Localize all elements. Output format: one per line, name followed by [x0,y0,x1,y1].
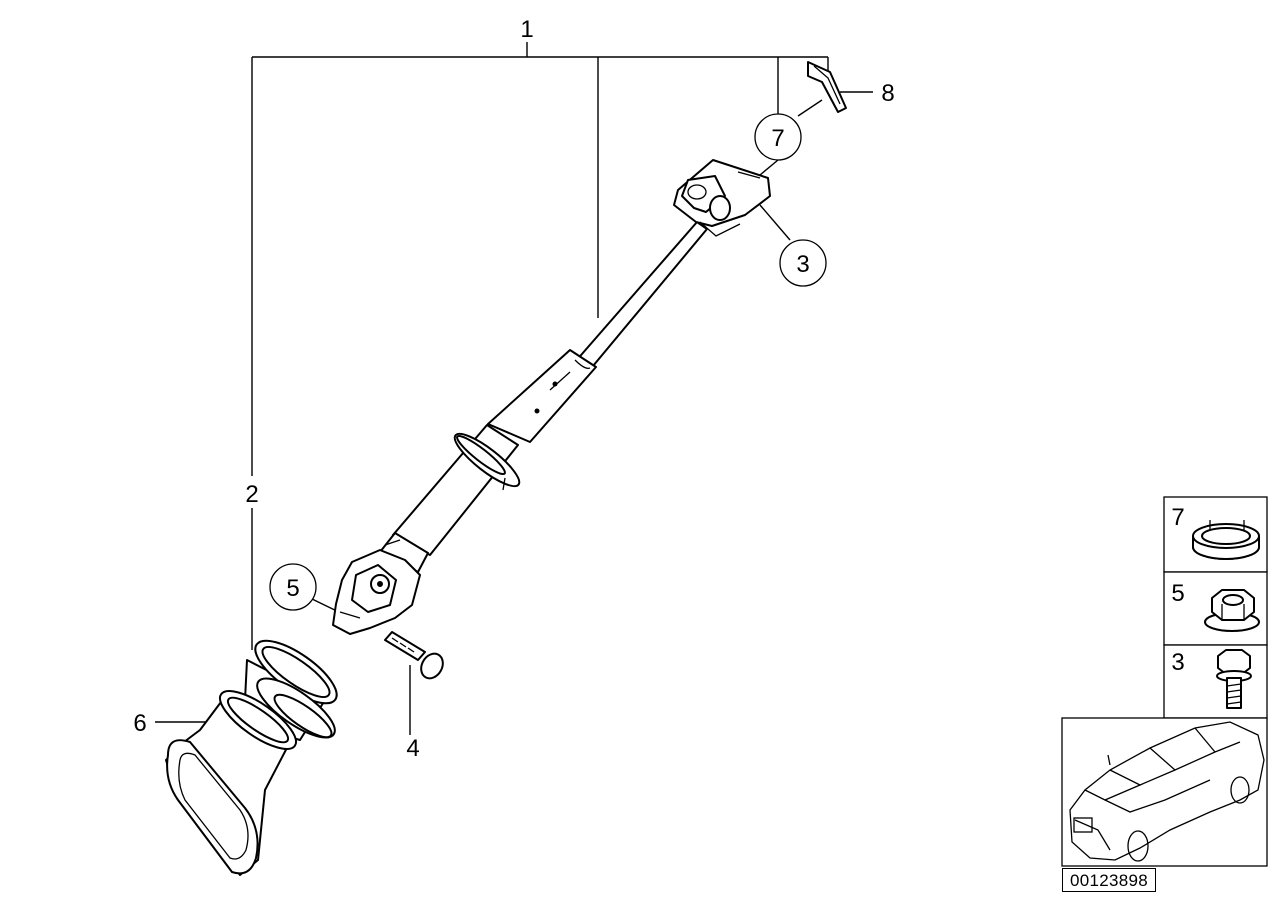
vehicle-thumbnail [1061,717,1268,867]
lower-universal-joint [332,539,421,635]
lock-ring [807,61,847,113]
document-id-label: 00123898 [1062,868,1156,892]
clamp-bolt [384,631,444,680]
upper-universal-joint [673,159,771,237]
callouts: 1 2 3 4 5 6 7 8 [133,16,894,762]
sealing-boot [165,690,297,876]
callout-8: 8 [881,80,894,107]
flange-nut-icon [1204,589,1260,632]
leader-lines [155,42,873,735]
ring-nut-icon [1192,520,1260,560]
callout-7-circle [754,113,802,161]
callout-2: 2 [245,481,258,508]
callout-6: 6 [133,710,146,737]
parts-legend: 7 5 3 [1163,496,1268,719]
callout-7: 7 [771,125,784,152]
callout-5-circle [269,563,317,611]
callout-5: 5 [286,575,299,602]
legend-label-7: 7 [1171,504,1184,531]
callout-3: 3 [796,251,809,278]
callout-4: 4 [406,735,419,762]
car-sketch-icon [1069,721,1265,862]
legend-label-5: 5 [1171,580,1184,607]
callout-3-circle [779,239,827,287]
callout-1: 1 [520,16,533,43]
hex-bolt-icon [1216,649,1252,709]
legend-label-3: 3 [1171,649,1184,676]
steering-shaft [379,221,708,573]
vehicle-thumbnail-frame [1061,717,1268,867]
